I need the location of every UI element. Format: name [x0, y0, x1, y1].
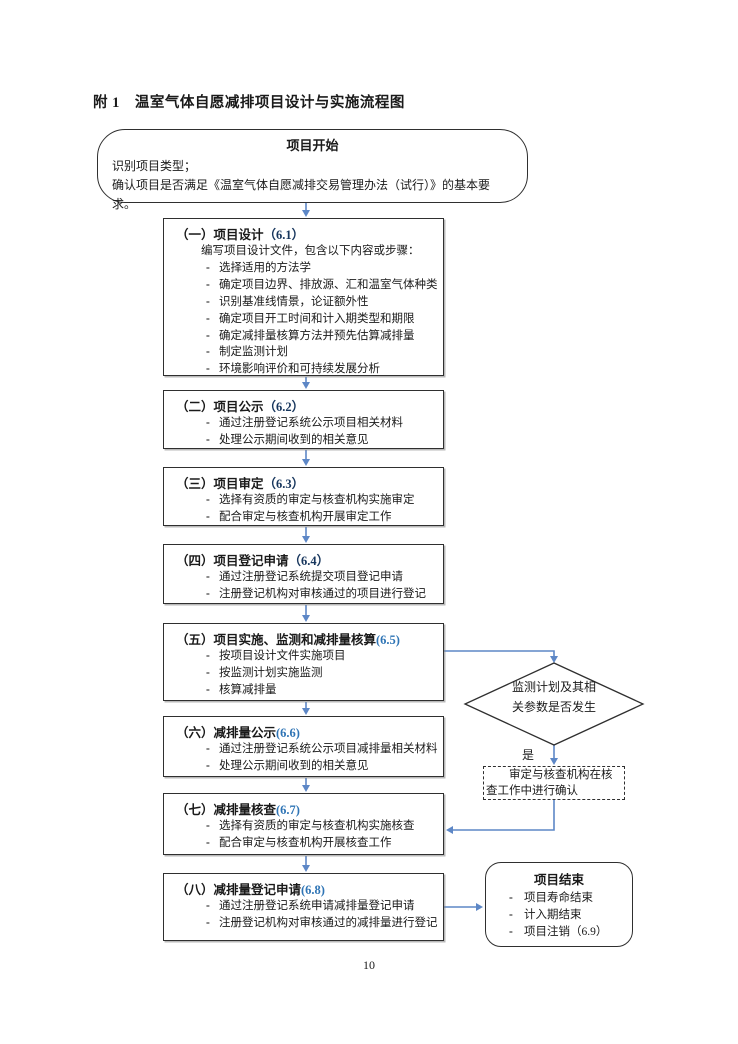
confirm-note-box: 审定与核查机构在核查工作中进行确认: [483, 766, 625, 800]
step-box-project-registration: （四）项目登记申请（6.4） 通过注册登记系统提交项目登记申请 注册登记机构对审…: [163, 544, 444, 604]
bullet-item: 处理公示期间收到的相关意见: [164, 758, 443, 775]
step-title: （六）减排量公示(6.6): [176, 726, 300, 740]
step-box-project-publicity: （二）项目公示（6.2） 通过注册登记系统公示项目相关材料 处理公示期间收到的相…: [163, 390, 444, 449]
flow-start-box: 项目开始 识别项目类型； 确认项目是否满足《温室气体自愿减排交易管理办法（试行）…: [97, 129, 528, 211]
bullet-item: 制定监测计划: [164, 344, 443, 361]
arrowheads: [302, 210, 558, 911]
decision-yes-label: 是: [522, 748, 535, 762]
bullet-item: 注册登记机构对审核通过的减排量进行登记: [164, 915, 443, 932]
bullet-item: 按监测计划实施监测: [164, 665, 443, 682]
bullet-item: 通过注册登记系统提交项目登记申请: [164, 569, 443, 586]
section-number: （6.3）: [263, 477, 305, 491]
bullet-item: 选择有资质的审定与核查机构实施审定: [164, 492, 443, 509]
arrowhead-down: [302, 210, 310, 217]
start-line: 识别项目类型；: [112, 159, 197, 173]
section-number: （6.1）: [263, 228, 305, 242]
arrowhead-down: [302, 785, 310, 792]
section-number: (6.7): [276, 803, 300, 817]
section-number: (6.8): [301, 883, 325, 897]
arrowhead-into-note: [550, 758, 558, 765]
arrowhead-down: [302, 536, 310, 543]
bullet-item: 处理公示期间收到的相关意见: [164, 432, 443, 449]
step-box-reduction-publicity: （六）减排量公示(6.6) 通过注册登记系统公示项目减排量相关材料 处理公示期间…: [163, 716, 444, 777]
connector-note-to-step7: [452, 800, 555, 831]
step-box-reduction-verification: （七）减排量核查(6.7) 选择有资质的审定与核查机构实施核查 配合审定与核查机…: [163, 793, 444, 855]
bullet-item: 确定减排量核算方法并预先估算减排量: [164, 328, 443, 345]
bullet-item: 识别基准线情景，论证额外性: [164, 294, 443, 311]
bullet-item: 配合审定与核查机构开展审定工作: [164, 509, 443, 526]
bullet-item: 选择适用的方法学: [164, 260, 443, 277]
bullet-item: 环境影响评价和可持续发展分析: [164, 361, 443, 378]
decision-line: 监测计划及其相: [511, 680, 596, 694]
bullet-item: 注册登记机构对审核通过的项目进行登记: [164, 586, 443, 603]
step-box-project-design: （一）项目设计（6.1） 编写项目设计文件，包含以下内容或步骤： 选择适用的方法…: [163, 218, 444, 378]
arrowhead-down: [302, 459, 310, 466]
step-title: （二）项目公示（6.2）: [176, 400, 305, 414]
decision-diamond-shape: [463, 662, 645, 746]
step-title: （八）减排量登记申请(6.8): [176, 883, 325, 897]
page-number: 10: [363, 958, 375, 972]
section-number: (6.6): [276, 726, 300, 740]
bullet-item: 通过注册登记系统公示项目相关材料: [164, 415, 443, 432]
step-box-reduction-registration: （八）减排量登记申请(6.8) 通过注册登记系统申请减排量登记申请 注册登记机构…: [163, 873, 444, 941]
step-box-project-validation: （三）项目审定（6.3） 选择有资质的审定与核查机构实施审定 配合审定与核查机构…: [163, 467, 444, 526]
bullet-item: 配合审定与核查机构开展核查工作: [164, 835, 443, 852]
end-bullet-item: 项目寿命结束: [492, 890, 626, 907]
section-number: （6.2）: [263, 400, 305, 414]
step-title: （七）减排量核查(6.7): [176, 803, 300, 817]
page-title: 附 1 温室气体自愿减排项目设计与实施流程图: [93, 95, 405, 111]
step-title: （五）项目实施、监测和减排量核算(6.5): [176, 633, 400, 647]
arrowhead-down: [302, 708, 310, 715]
bullet-item: 按项目设计文件实施项目: [164, 648, 443, 665]
step-title: （一）项目设计（6.1）: [176, 228, 305, 242]
arrowhead-down: [302, 865, 310, 872]
section-number: （6.4）: [288, 554, 330, 568]
arrowhead-down: [302, 382, 310, 389]
end-bullet-item: 项目注销（6.9）: [492, 924, 626, 941]
step-title: （四）项目登记申请（6.4）: [176, 554, 330, 568]
arrowhead-into-end: [476, 903, 483, 911]
start-title: 项目开始: [286, 138, 339, 153]
step-intro: 编写项目设计文件，包含以下内容或步骤：: [201, 245, 420, 257]
arrowhead-into-step7: [446, 826, 453, 834]
bullet-item: 核算减排量: [164, 682, 443, 699]
decision-diamond-label: 监测计划及其相 关参数是否发生: [470, 677, 638, 717]
arrowhead-into-decision: [550, 656, 558, 663]
bullet-item: 通过注册登记系统申请减排量登记申请: [164, 898, 443, 915]
end-title: 项目结束: [533, 873, 584, 887]
connector-lines: [305, 203, 555, 908]
bullet-item: 确定项目边界、排放源、汇和温室气体种类: [164, 277, 443, 294]
connector-step5-to-decision: [444, 650, 555, 657]
flow-end-box: 项目结束 项目寿命结束 计入期结束 项目注销（6.9）: [485, 862, 633, 947]
end-bullet-item: 计入期结束: [492, 907, 626, 924]
section-number: (6.5): [376, 633, 400, 647]
bullet-item: 确定项目开工时间和计入期类型和期限: [164, 311, 443, 328]
arrowhead-down: [302, 615, 310, 622]
step-box-implementation-monitoring: （五）项目实施、监测和减排量核算(6.5) 按项目设计文件实施项目 按监测计划实…: [163, 623, 444, 701]
bullet-item: 选择有资质的审定与核查机构实施核查: [164, 818, 443, 835]
start-line: 确认项目是否满足《温室气体自愿减排交易管理办法（试行）》的基本要求。: [112, 178, 491, 211]
decision-line: 关参数是否发生: [511, 700, 596, 714]
bullet-item: 通过注册登记系统公示项目减排量相关材料: [164, 741, 443, 758]
step-title: （三）项目审定（6.3）: [176, 477, 305, 491]
